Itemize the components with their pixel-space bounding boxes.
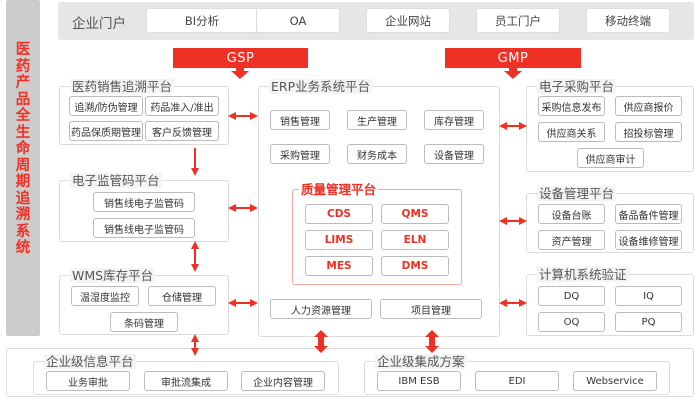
- system-title-char: 全: [15, 108, 31, 124]
- csv-item-iq[interactable]: IQ: [615, 286, 682, 306]
- gmp-banner: GMP: [445, 48, 581, 68]
- quality-item-cds[interactable]: CDS: [305, 204, 373, 224]
- csv-item-pq[interactable]: PQ: [615, 312, 682, 332]
- wms-title: WMS库存平台: [70, 268, 156, 283]
- system-title-bar: 医药产品全生命周期追溯系统: [6, 0, 40, 336]
- erp-item[interactable]: 销售管理: [270, 110, 330, 130]
- wms-item[interactable]: 温湿度监控: [71, 286, 139, 306]
- erp-item[interactable]: 库存管理: [424, 110, 484, 130]
- system-title-char: 药: [15, 58, 31, 75]
- erp-item[interactable]: 财务成本: [347, 144, 407, 164]
- procurement-item[interactable]: 供应商报价: [615, 96, 682, 116]
- sales-trace-title: 医药销售追溯平台: [70, 79, 175, 94]
- quality-item-qms[interactable]: QMS: [381, 204, 449, 224]
- system-title-char: 产: [15, 75, 31, 91]
- quality-item-lims[interactable]: LIMS: [305, 230, 373, 250]
- integration-item-esb[interactable]: IBM ESB: [377, 371, 461, 391]
- quality-platform: 质量管理平台 CDS QMS LIMS ELN MES DMS: [292, 182, 462, 285]
- equipment-title: 设备管理平台: [537, 186, 617, 201]
- procurement-platform: 电子采购平台 采购信息发布 供应商报价 供应商关系 招投标管理 供应商审计: [526, 79, 694, 172]
- portal-item-bi[interactable]: BI分析: [146, 8, 258, 33]
- integration-item-edi[interactable]: EDI: [475, 371, 559, 391]
- quality-title: 质量管理平台: [299, 182, 379, 197]
- gmp-down-arrow: [504, 68, 522, 79]
- enterprise-info-title: 企业级信息平台: [44, 354, 136, 369]
- system-title-char: 追: [15, 190, 31, 207]
- portal-title: 企业门户: [72, 16, 126, 32]
- erp-item[interactable]: 生产管理: [347, 110, 407, 130]
- enterprise-info-item[interactable]: 业务审批: [46, 371, 130, 391]
- system-title-char: 生: [15, 124, 31, 141]
- ecode-title: 电子监管码平台: [70, 173, 162, 188]
- integration-item-webservice[interactable]: Webservice: [573, 371, 657, 391]
- portal-item-oa[interactable]: OA: [256, 8, 340, 33]
- equipment-platform: 设备管理平台 设备台账 备品备件管理 资产管理 设备维修管理: [526, 186, 694, 253]
- procurement-item[interactable]: 供应商审计: [577, 148, 644, 168]
- equipment-item[interactable]: 设备维修管理: [615, 230, 682, 250]
- system-title-char: 溯: [15, 207, 31, 223]
- quality-item-mes[interactable]: MES: [305, 256, 373, 276]
- wms-item[interactable]: 仓储管理: [148, 286, 216, 306]
- portal-item-mobile[interactable]: 移动终端: [586, 8, 670, 33]
- sales-trace-item[interactable]: 追溯/防伪管理: [69, 96, 143, 116]
- sales-trace-item[interactable]: 药品准入/准出: [145, 96, 219, 116]
- enterprise-info-platform: 企业级信息平台 业务审批 审批流集成 企业内容管理: [33, 354, 339, 395]
- sales-trace-item[interactable]: 药品保质期管理: [69, 121, 143, 141]
- erp-project-item[interactable]: 项目管理: [380, 299, 482, 319]
- gsp-banner: GSP: [173, 48, 308, 68]
- portal-item-website[interactable]: 企业网站: [366, 8, 450, 33]
- erp-title: ERP业务系统平台: [269, 79, 373, 94]
- gsp-down-arrow: [231, 68, 249, 79]
- procurement-item[interactable]: 招投标管理: [615, 122, 682, 142]
- equipment-item[interactable]: 备品备件管理: [615, 204, 682, 224]
- sales-trace-platform: 医药销售追溯平台 追溯/防伪管理 药品准入/准出 药品保质期管理 客户反馈管理: [59, 79, 229, 145]
- system-title-char: 系: [15, 223, 31, 240]
- enterprise-info-item[interactable]: 审批流集成: [144, 371, 228, 391]
- system-title-char: 周: [15, 157, 31, 174]
- wms-platform: WMS库存平台 温湿度监控 仓储管理 条码管理: [59, 268, 229, 335]
- csv-item-oq[interactable]: OQ: [538, 312, 605, 332]
- equipment-item[interactable]: 设备台账: [538, 204, 605, 224]
- csv-title: 计算机系统验证: [537, 267, 629, 282]
- enterprise-portal-bar: 企业门户 BI分析 OA 企业网站 员工门户 移动终端: [58, 2, 694, 40]
- procurement-title: 电子采购平台: [537, 79, 617, 94]
- system-title-char: 命: [15, 141, 31, 157]
- ecode-platform: 电子监管码平台 销售线电子监管码 销售线电子监管码: [59, 173, 229, 242]
- enterprise-integration-title: 企业级集成方案: [375, 354, 467, 369]
- system-title-char: 品: [15, 91, 31, 108]
- sales-trace-item[interactable]: 客户反馈管理: [145, 121, 219, 141]
- quality-item-eln[interactable]: ELN: [381, 230, 449, 250]
- system-title-char: 统: [15, 240, 31, 256]
- erp-item[interactable]: 设备管理: [424, 144, 484, 164]
- portal-item-employee[interactable]: 员工门户: [476, 8, 560, 33]
- procurement-item[interactable]: 供应商关系: [538, 122, 605, 142]
- enterprise-info-item[interactable]: 企业内容管理: [241, 371, 325, 391]
- wms-item[interactable]: 条码管理: [110, 312, 178, 332]
- csv-platform: 计算机系统验证 DQ IQ OQ PQ: [526, 267, 694, 336]
- quality-item-dms[interactable]: DMS: [381, 256, 449, 276]
- equipment-item[interactable]: 资产管理: [538, 230, 605, 250]
- csv-item-dq[interactable]: DQ: [538, 286, 605, 306]
- erp-platform: ERP业务系统平台 销售管理 生产管理 库存管理 采购管理 财务成本 设备管理 …: [258, 79, 500, 337]
- enterprise-integration-platform: 企业级集成方案 IBM ESB EDI Webservice: [364, 354, 670, 395]
- system-title-char: 期: [15, 174, 31, 190]
- system-title-char: 医: [15, 42, 31, 58]
- procurement-item[interactable]: 采购信息发布: [538, 96, 605, 116]
- erp-item[interactable]: 采购管理: [270, 144, 330, 164]
- ecode-item[interactable]: 销售线电子监管码: [93, 218, 195, 238]
- erp-hr-item[interactable]: 人力资源管理: [270, 299, 372, 319]
- ecode-item[interactable]: 销售线电子监管码: [93, 192, 195, 212]
